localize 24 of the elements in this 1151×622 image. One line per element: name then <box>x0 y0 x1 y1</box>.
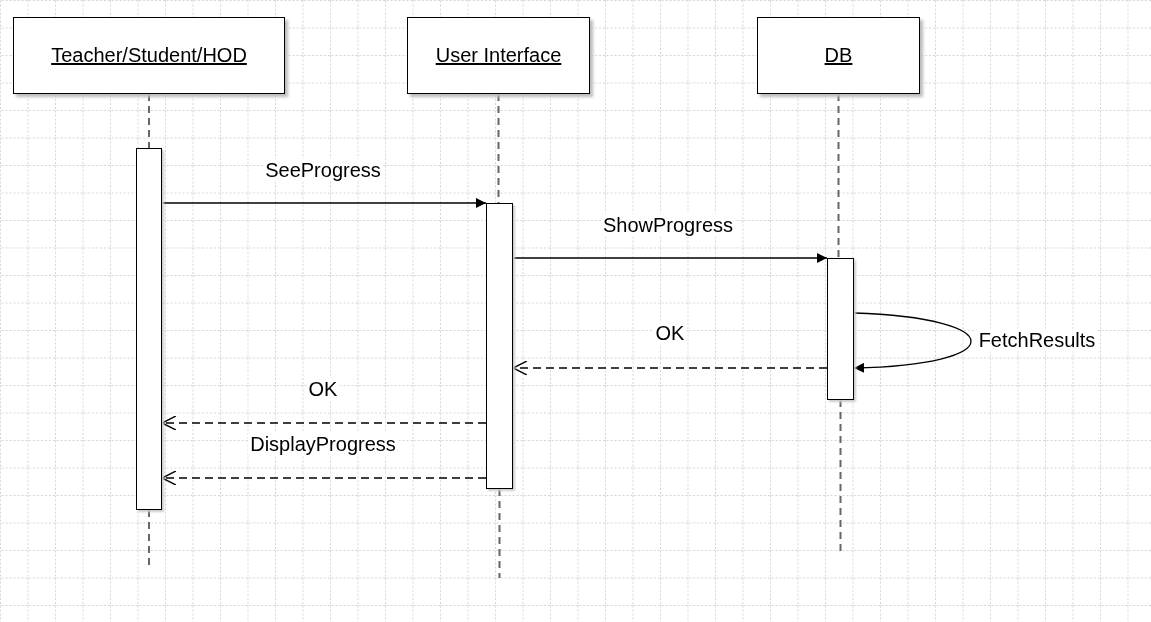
participant-name: DB <box>824 44 853 67</box>
activation-bar <box>827 258 854 400</box>
participant-box <box>757 17 920 94</box>
return-message-arrow <box>161 415 487 431</box>
self-message-arrow <box>853 312 972 373</box>
message-arrow <box>512 253 828 263</box>
message-label: DisplayProgress <box>248 432 398 456</box>
message-label: OK <box>653 321 687 345</box>
message-label: OK <box>306 377 340 401</box>
message-label: FetchResults <box>976 328 1098 352</box>
activation-bar <box>486 203 513 489</box>
lifeline <box>148 93 150 149</box>
message-arrow <box>161 198 487 208</box>
message-label: ShowProgress <box>600 213 736 237</box>
lifeline <box>498 488 501 579</box>
return-message-arrow <box>512 360 828 376</box>
participant-name: User Interface <box>435 44 562 67</box>
message-label: SeeProgress <box>263 158 383 182</box>
participant-name: Teacher/Student/HOD <box>51 44 247 67</box>
participant-box <box>407 17 590 94</box>
lifeline <box>837 93 840 259</box>
participant-box <box>13 17 285 94</box>
return-message-arrow <box>161 470 487 486</box>
activation-bar <box>136 148 162 510</box>
